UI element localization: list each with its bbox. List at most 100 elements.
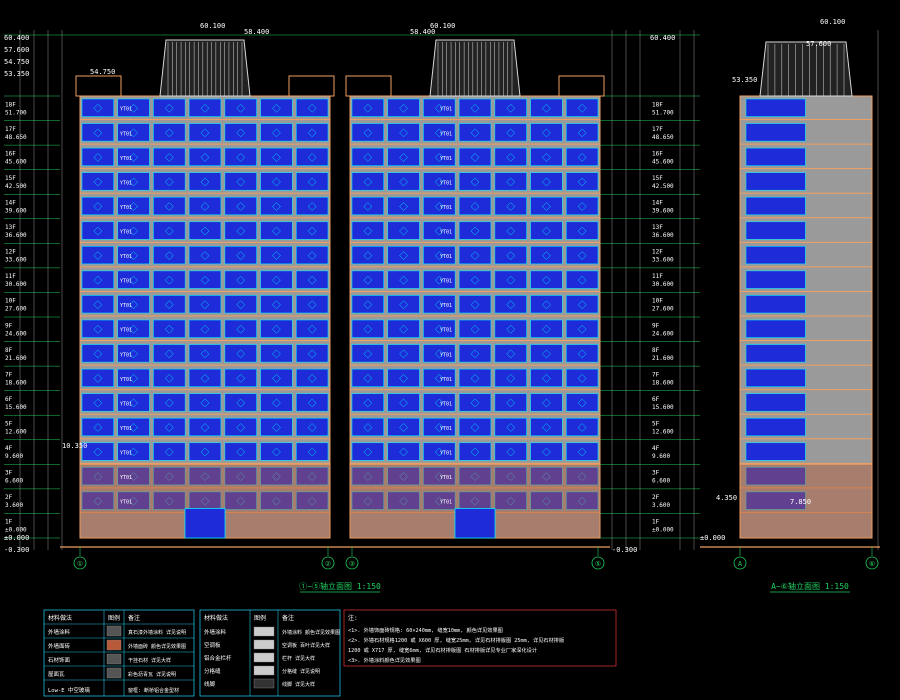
tower-left-window	[295, 172, 329, 191]
floor-label: 18F	[5, 101, 16, 108]
tower-right-window-diamond	[363, 202, 373, 211]
tower-right-window	[565, 467, 599, 486]
top-elev-left: 60.400	[4, 34, 29, 42]
window-tag: YT01	[120, 426, 132, 432]
tower-left-window-diamond	[93, 300, 103, 310]
tower-left-window	[260, 246, 293, 265]
tower-right-window-diamond	[577, 398, 587, 408]
base-elev-right: -0.300	[612, 546, 637, 554]
tower-right-window	[494, 147, 527, 166]
tower-right-window	[351, 442, 385, 461]
front-elevation-title: ①~⑤轴立面图 1:150	[299, 581, 381, 591]
tower-left-window-diamond	[164, 128, 174, 138]
dimension-grid	[4, 30, 880, 550]
floor-elev: 48.650	[5, 134, 27, 141]
legend-left-swatch	[106, 667, 122, 679]
tower-right-window	[351, 344, 385, 363]
tower-left-window	[224, 295, 257, 314]
tower-right-window-diamond	[542, 202, 551, 211]
tower-right-window-diamond	[577, 177, 587, 187]
tower-right-window-diamond	[363, 349, 373, 359]
tower-right-window	[494, 319, 527, 338]
tower-right-entrance	[454, 508, 496, 539]
tower-left-window-diamond	[164, 226, 174, 236]
tower-right-window	[351, 123, 385, 142]
tower-right-window	[530, 98, 563, 117]
floor-elev-right: 24.600	[652, 330, 674, 337]
floor-label: 10F	[5, 298, 16, 305]
tower-left-window	[260, 270, 293, 289]
window-tag: YT01	[440, 205, 452, 211]
tower-left-window-diamond	[164, 153, 174, 162]
tower-left-window-diamond	[129, 275, 138, 285]
floor-label-right: 6F	[652, 396, 660, 403]
tower-left-window	[295, 270, 329, 289]
tower-right-window-diamond	[363, 423, 373, 432]
legend-header-c: 备注	[128, 614, 140, 622]
tower-right-window-diamond	[506, 128, 516, 138]
tower-left-window-diamond	[93, 374, 103, 383]
tower-right-window	[351, 147, 385, 166]
floor-elev: 36.600	[5, 232, 27, 239]
tower-left-window	[117, 295, 150, 314]
legend-right-name: 外墙涂料	[204, 628, 227, 636]
tower-left-window-diamond	[93, 226, 103, 236]
tower-left-window	[295, 98, 329, 117]
side-window	[745, 246, 806, 265]
tower-left-window-diamond	[129, 202, 138, 211]
axis-label: ⑤	[595, 560, 601, 568]
tower-left-window-diamond	[129, 472, 138, 481]
tower-left-window	[81, 491, 115, 510]
tower-right-window	[351, 295, 385, 314]
elevation-labels: 18F51.70018F51.70017F48.65017F48.65016F4…	[4, 18, 879, 593]
tower-right-window	[423, 368, 456, 387]
tower-right-window-diamond	[506, 374, 516, 383]
side-roof-mansard	[759, 41, 853, 97]
tower-left-roof-mansard	[159, 39, 251, 97]
tower-right-window-diamond	[506, 226, 516, 236]
floor-label: 8F	[5, 347, 13, 354]
floor-elev-right: 6.600	[652, 478, 670, 485]
tower-left-window-diamond	[93, 202, 103, 211]
tower-left-window-diamond	[93, 349, 103, 359]
floor-label-right: 10F	[652, 298, 663, 305]
tower-left-window-diamond	[129, 153, 138, 162]
tower-left-window-diamond	[129, 300, 138, 310]
tower-left-window-diamond	[307, 153, 317, 162]
tower-left-window-diamond	[272, 398, 281, 408]
floor-label: 9F	[5, 322, 13, 329]
tower-left-window-diamond	[236, 153, 246, 162]
legend-right-note: 栏杆 详见大样	[282, 655, 315, 662]
window-tag: YT01	[440, 279, 452, 285]
tower-right-window	[458, 147, 492, 166]
tower-right-window-diamond	[577, 496, 587, 506]
tower-left-window-diamond	[272, 447, 281, 457]
notes-title: 注:	[348, 614, 358, 622]
tower-right-window-diamond	[470, 275, 480, 285]
tower-left-window-diamond	[164, 447, 174, 457]
tower-right-window	[423, 123, 456, 142]
tower-right-window	[494, 417, 527, 437]
tower-left-window	[117, 344, 150, 363]
floor-elev-right: 18.600	[652, 379, 674, 386]
floor-label: 7F	[5, 371, 13, 378]
tower-right-window	[387, 319, 420, 338]
side-window	[745, 368, 806, 387]
tower-left-window	[224, 344, 257, 363]
tower-left-window	[295, 319, 329, 338]
floor-label: 16F	[5, 150, 16, 157]
tower-left-window-diamond	[272, 472, 281, 481]
tower-right-window-diamond	[470, 153, 480, 162]
tower-left-window-diamond	[129, 496, 138, 506]
legend-low-e-note: 窗框: 断桥铝合金型材	[128, 687, 179, 694]
tower-right-window-diamond	[399, 177, 408, 187]
legend-right-name: 铝合金栏杆	[204, 654, 232, 662]
tower-left-window-diamond	[272, 103, 281, 113]
tower-left-window-diamond	[93, 324, 103, 334]
tower-left-parapet-right	[288, 75, 335, 97]
tower-left-window	[260, 319, 293, 338]
tower-left-window-diamond	[200, 202, 210, 211]
legend-right-swatch	[253, 652, 275, 663]
tower-left-window	[153, 442, 186, 461]
tower-left-window-diamond	[236, 496, 246, 506]
